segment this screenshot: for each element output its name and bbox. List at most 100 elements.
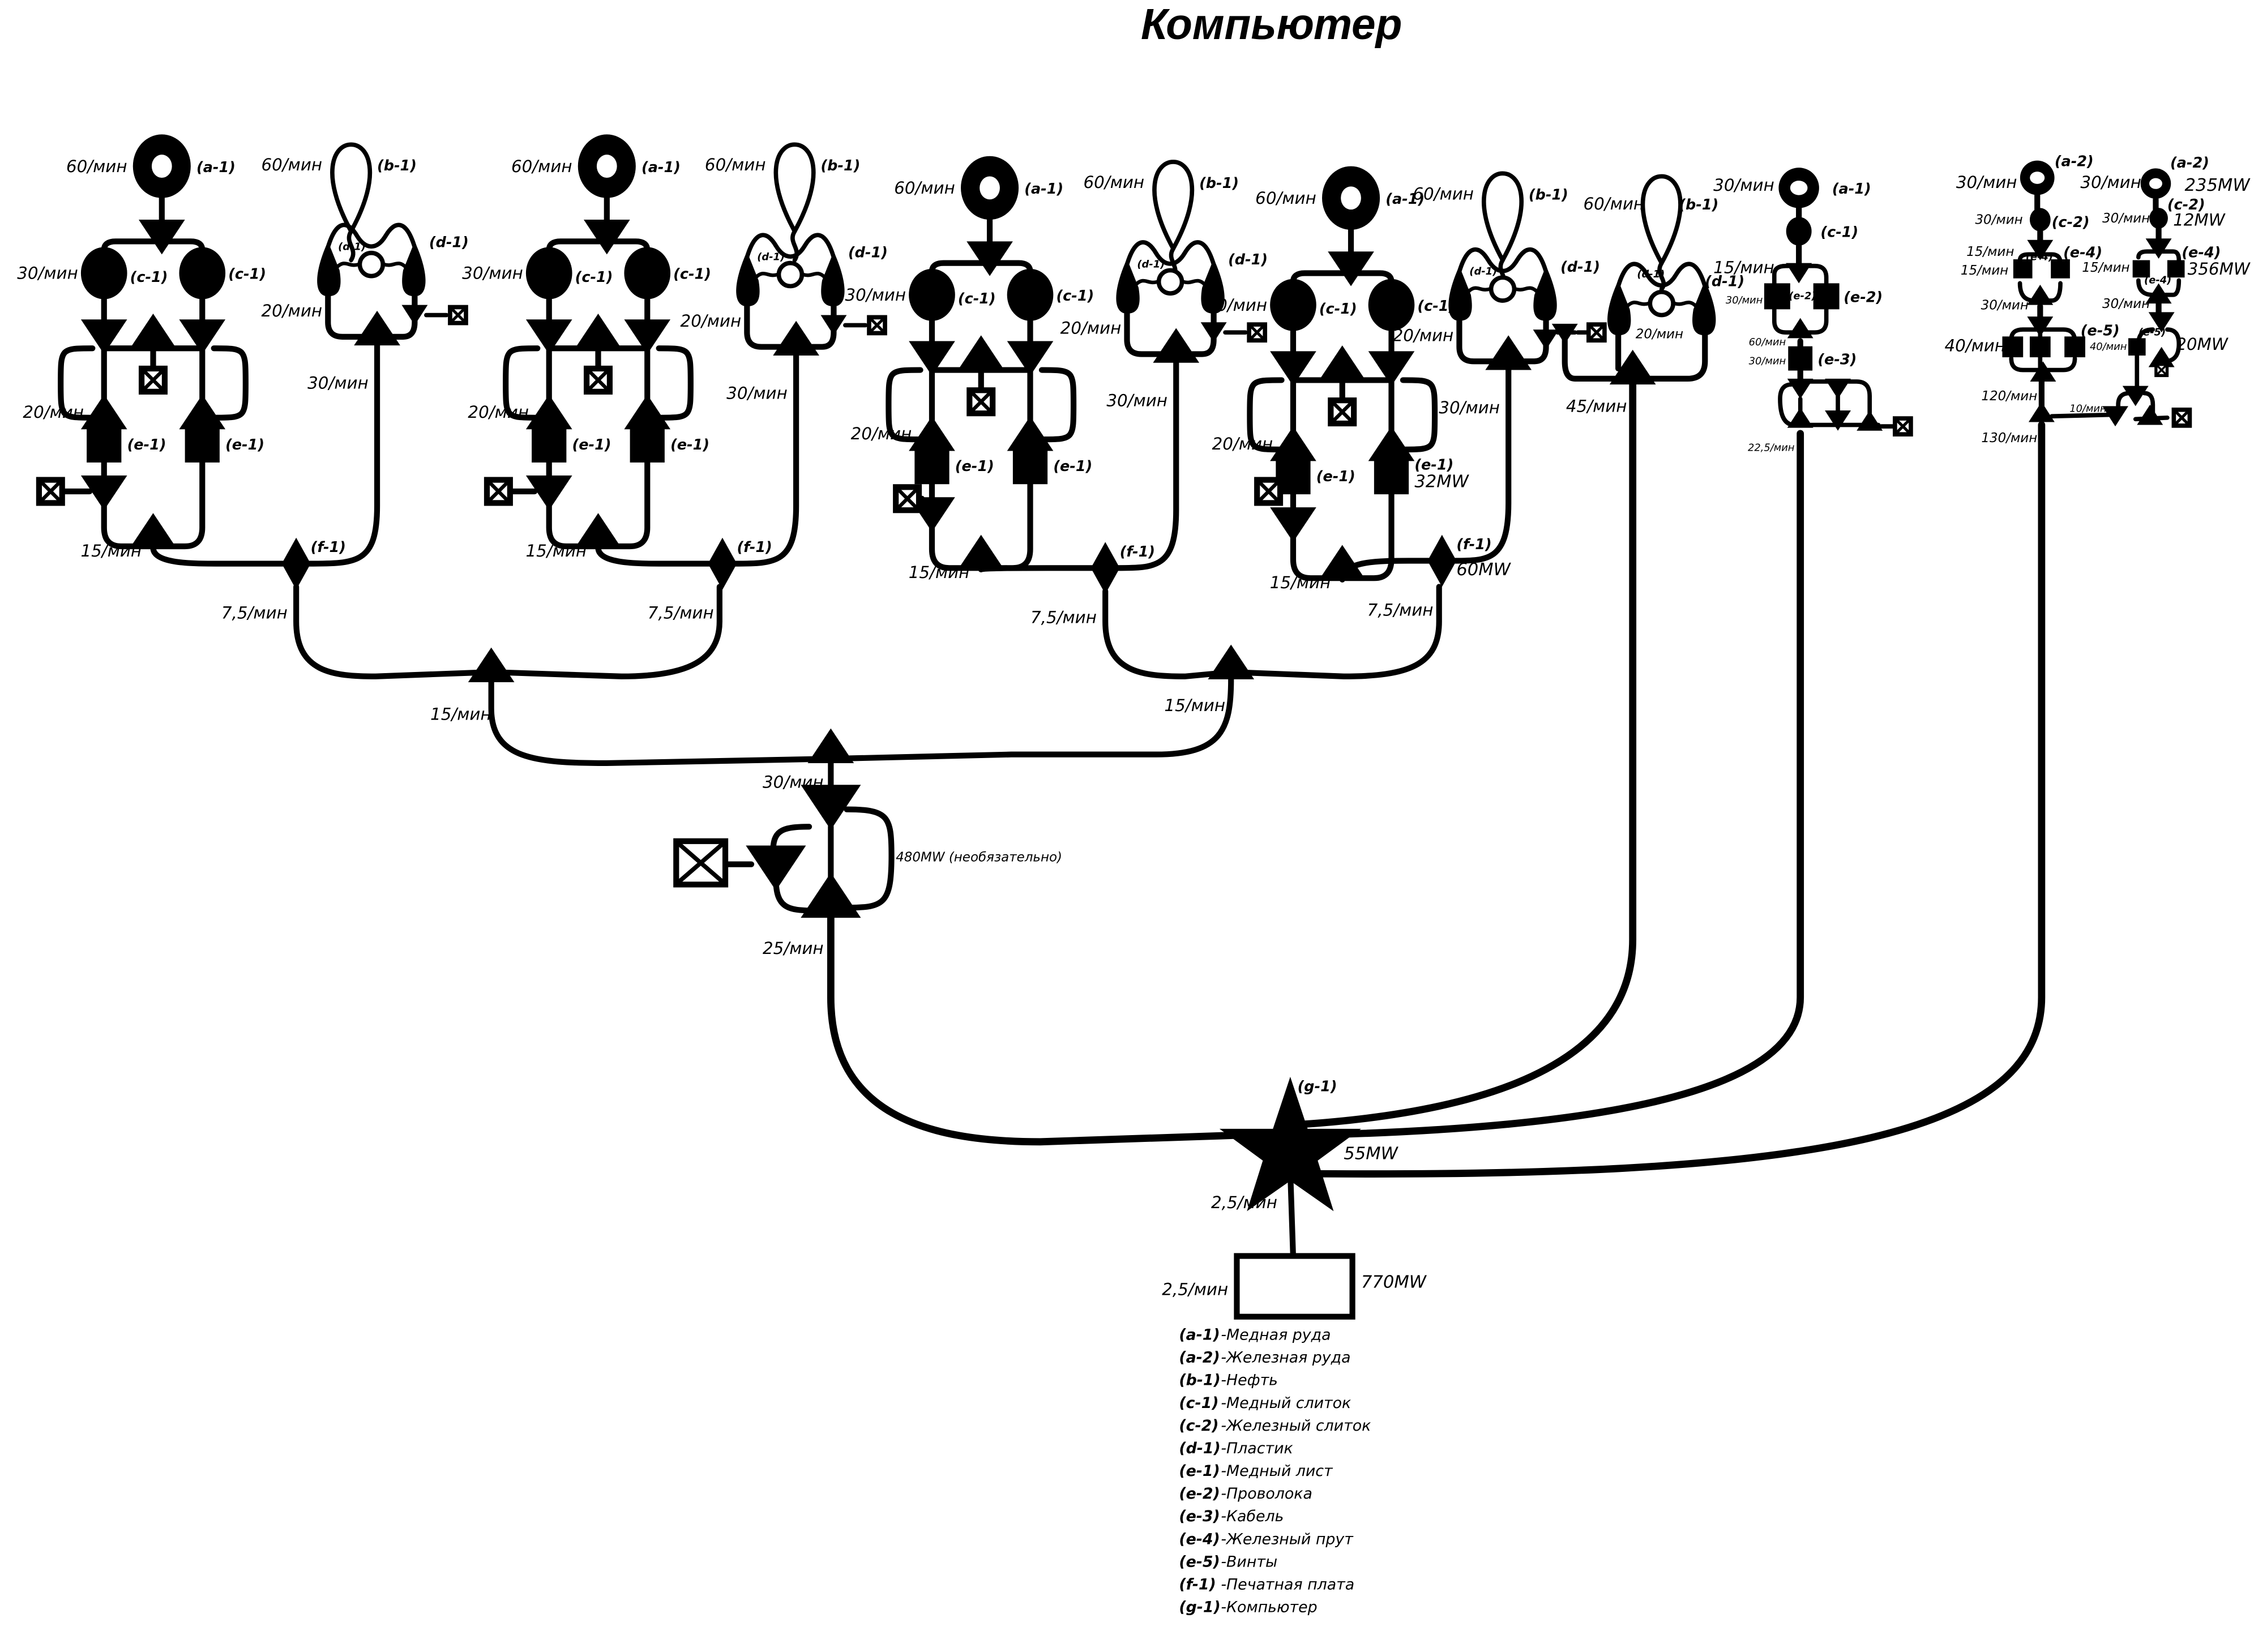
- conveyor-belt: [929, 260, 1033, 295]
- smelter-power-label: 12MW: [2173, 210, 2226, 229]
- sheet-constructor-icon: [1012, 449, 1048, 485]
- legend-name: -Кабель: [1221, 1508, 1284, 1525]
- legend-name: -Пластик: [1221, 1440, 1293, 1457]
- pcb-merge-belt: [293, 584, 722, 679]
- sink-icon: [1247, 322, 1267, 343]
- screw-code-label: (e-5): [2081, 322, 2120, 339]
- pcb-code-label: (f-1): [1456, 536, 1491, 553]
- sheet-constructor-icon: [1374, 459, 1409, 495]
- smelter-code-label: (c-1): [673, 266, 711, 283]
- smelter-code-label: (c-2): [2052, 214, 2090, 231]
- oil-rate-label: 60/мин: [705, 155, 766, 174]
- assembler-rate-label: 2,5/мин: [1211, 1193, 1277, 1212]
- rod-code-label: (e-4): [2026, 251, 2053, 263]
- sheet-code-label: (e-1): [670, 436, 709, 453]
- legend-item: (e-2)-Проволока: [1179, 1485, 1312, 1503]
- conveyor-belt: [58, 345, 96, 421]
- smelter-code-label: (c-1): [228, 266, 266, 283]
- ore-rate-label: 60/мин: [1255, 189, 1316, 208]
- legend-code: (g-1): [1179, 1599, 1220, 1616]
- oil-code-label: (b-1): [377, 157, 417, 174]
- merger-down-icon: [966, 241, 1013, 276]
- oil-code-label: (b-1): [1679, 196, 1718, 213]
- merger-up-icon: [354, 310, 400, 346]
- ore-rate-label: 30/мин: [1956, 173, 2017, 192]
- sheet-rate-label: 20/мин: [468, 403, 529, 422]
- cable-out-rate-label: 22,5/мин: [1748, 442, 1795, 454]
- oil-code-label: (b-1): [1529, 186, 1568, 203]
- smelter-rate-label: 30/мин: [1975, 213, 2022, 228]
- copper-smelter-icon: [179, 247, 226, 299]
- refinery-code-label: (d-1): [1705, 273, 1744, 290]
- refinery-rate-label: 20/мин: [1636, 327, 1683, 341]
- pcb-main-belt: [488, 676, 1234, 767]
- wire-out-rate-label: 60/мин: [1749, 336, 1786, 348]
- sink-icon: [139, 366, 168, 395]
- screw-total-rate-label: 130/мин: [1981, 431, 2037, 446]
- legend-name: -Железный прут: [1221, 1530, 1354, 1548]
- merger-up-icon: [1270, 426, 1316, 461]
- screw-constructor-icon: [2064, 336, 2085, 358]
- oil-code-label: (b-1): [820, 157, 860, 174]
- legend: (a-1)-Медная руда(a-2)-Железная руда(b-1…: [1179, 1326, 1371, 1616]
- refinery-code-label: (d-1): [338, 241, 366, 253]
- sink-icon: [893, 484, 922, 513]
- oil-rate-label: 60/мин: [1084, 173, 1145, 192]
- conveyor-belt: [1247, 377, 1285, 453]
- legend-item: (e-4)-Железный прут: [1179, 1530, 1354, 1548]
- oil-node-icon: [1484, 173, 1521, 260]
- smelter-rate-label: 30/мин: [17, 264, 78, 283]
- legend-name: -Печатная плата: [1221, 1576, 1354, 1593]
- legend-item: (e-5)-Винты: [1179, 1553, 1277, 1570]
- assembler-power-label: 55MW: [1344, 1144, 1398, 1163]
- ore-rate-label: 60/мин: [511, 157, 572, 176]
- legend-item: (a-2)-Железная руда: [1179, 1349, 1350, 1367]
- merger-up-icon: [575, 313, 622, 349]
- output-box: [1234, 1253, 1355, 1320]
- wire-code-label: (e-2): [1789, 290, 1816, 302]
- legend-code: (c-2): [1179, 1417, 1218, 1435]
- oil-node-icon: [332, 144, 370, 231]
- oil-node-icon: [1643, 176, 1680, 263]
- sheet-code-label: (e-1): [1414, 457, 1453, 474]
- ore-code-label: (a-1): [641, 159, 681, 176]
- ore-power-label: 235MW: [2185, 176, 2251, 195]
- merger-down-icon: [138, 220, 185, 255]
- pcb-constructor-icon: [1427, 534, 1457, 587]
- screw-rate-label: 40/мин: [1944, 336, 2005, 355]
- conveyor-belt: [656, 345, 694, 421]
- legend-item: (f-1)-Печатная плата: [1179, 1576, 1354, 1593]
- legend-code: (e-4): [1179, 1530, 1220, 1548]
- oil-code-label: (b-1): [1199, 175, 1239, 192]
- legend-name: -Медный слиток: [1221, 1394, 1351, 1412]
- smelter-rate-label: 30/мин: [845, 285, 906, 305]
- rod-code-label: (e-4): [2182, 244, 2221, 261]
- copper-smelter-icon: [80, 247, 127, 299]
- rod-rate-label: 15/мин: [1961, 263, 2008, 278]
- refinery-code-label: (d-1): [1469, 266, 1497, 277]
- refinery-icon: [736, 235, 844, 306]
- sheet-belt-rate-label: 15/мин: [80, 541, 142, 560]
- legend-item: (g-1)-Компьютер: [1179, 1599, 1317, 1616]
- legend-name: -Медный лист: [1221, 1462, 1333, 1480]
- ore-code-label: (a-1): [1024, 181, 1063, 198]
- plastic-rate-label: 30/мин: [1106, 391, 1167, 410]
- smelter-rate-label: 30/мин: [1206, 296, 1267, 315]
- legend-item: (e-1)-Медный лист: [1179, 1462, 1333, 1480]
- legend-item: (c-2)-Железный слиток: [1179, 1417, 1371, 1435]
- rod-out-rate-label: 30/мин: [2102, 297, 2150, 311]
- sink-icon: [1586, 322, 1607, 343]
- cable-to-assembler-belt: [1325, 430, 1804, 1139]
- sink-icon: [2172, 408, 2192, 428]
- pcb-rate-label: 7,5/мин: [1030, 607, 1097, 627]
- merger-up-icon: [1319, 345, 1366, 380]
- refinery-icon: [317, 225, 425, 296]
- conveyor-belt: [1451, 367, 1512, 564]
- screw-code-label: (e-5): [2138, 326, 2166, 338]
- ore-code-label: (a-2): [2055, 153, 2094, 170]
- sheet-code-label: (e-1): [1316, 468, 1355, 485]
- assembler-code-label: (g-1): [1298, 1078, 1337, 1095]
- refinery-code-label: (d-1): [848, 244, 888, 261]
- copper-smelter-icon: [624, 247, 671, 299]
- pcb-code-label: (f-1): [1120, 543, 1155, 560]
